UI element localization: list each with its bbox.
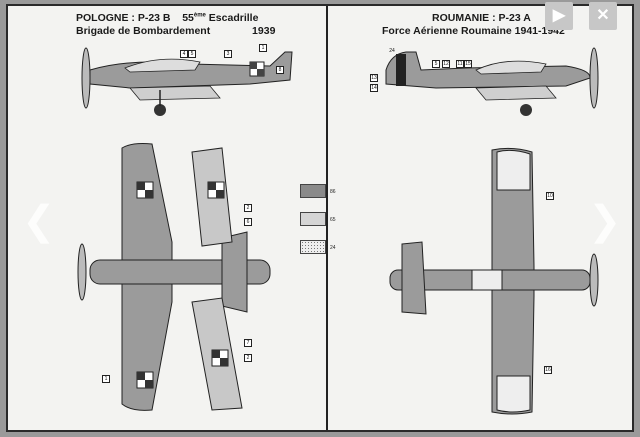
left-caption-unit-rest: Escadrille [205, 12, 259, 24]
callout: 2 [244, 204, 252, 212]
left-top-view-drawing [77, 143, 271, 411]
left-side-view-drawing [81, 47, 293, 116]
right-top-view-drawing [389, 147, 599, 415]
callout: 5 [432, 60, 440, 68]
callout: 12 [442, 60, 450, 68]
legend-label-65: 65 [330, 217, 336, 223]
callout: 1 [259, 44, 267, 52]
legend-swatch-86 [300, 184, 326, 198]
left-caption-year: 1939 [252, 25, 276, 37]
callout: 24 [389, 48, 395, 54]
left-caption-line1: POLOGNE : P-23 B 55ème Escadrille [76, 12, 258, 24]
chevron-right-icon: ❯ [588, 199, 622, 243]
callout: 11 [456, 60, 464, 68]
slideshow-play-button[interactable]: ▶ [545, 2, 573, 30]
left-caption-unit-sup: ème [193, 12, 206, 19]
decal-instruction-sheet: POLOGNE : P-23 B 55ème Escadrille Brigad… [6, 4, 634, 432]
play-icon: ▶ [552, 7, 566, 24]
legend-label-24: 24 [330, 245, 336, 251]
callout: 1 [102, 375, 110, 383]
right-side-view-drawing [385, 47, 599, 116]
callout: 6 [244, 218, 252, 226]
right-caption-line2: Force Aérienne Roumaine 1941-1942 [382, 25, 565, 37]
callout: 14 [370, 84, 378, 92]
callout: 2 [244, 354, 252, 362]
legend-swatch-65 [300, 212, 326, 226]
callout: 10 [546, 192, 554, 200]
callout: 16 [544, 366, 552, 374]
legend-swatch-24 [300, 240, 326, 254]
callout: 13 [370, 74, 378, 82]
callout: 15 [464, 60, 472, 68]
left-caption-unit-num: 55 [182, 12, 194, 24]
chevron-left-icon: ❮ [22, 199, 56, 243]
callout: 7 [244, 339, 252, 347]
callout: 8 [276, 66, 284, 74]
prev-image-arrow[interactable]: ❮ [22, 198, 56, 244]
panel-divider [326, 6, 328, 430]
callout: 3 [224, 50, 232, 58]
right-caption-line1: ROUMANIE : P-23 A [432, 12, 531, 24]
left-caption-brigade: Brigade de Bombardement [76, 25, 211, 37]
left-caption-line2: Brigade de Bombardement 1939 [76, 25, 275, 37]
close-button[interactable]: ✕ [589, 2, 617, 30]
legend-label-86: 86 [330, 189, 336, 195]
callout: 4 [180, 50, 188, 58]
close-icon: ✕ [596, 7, 610, 24]
callout: 5 [188, 50, 196, 58]
next-image-arrow[interactable]: ❯ [588, 198, 622, 244]
left-caption-model: POLOGNE : P-23 B [76, 12, 171, 24]
